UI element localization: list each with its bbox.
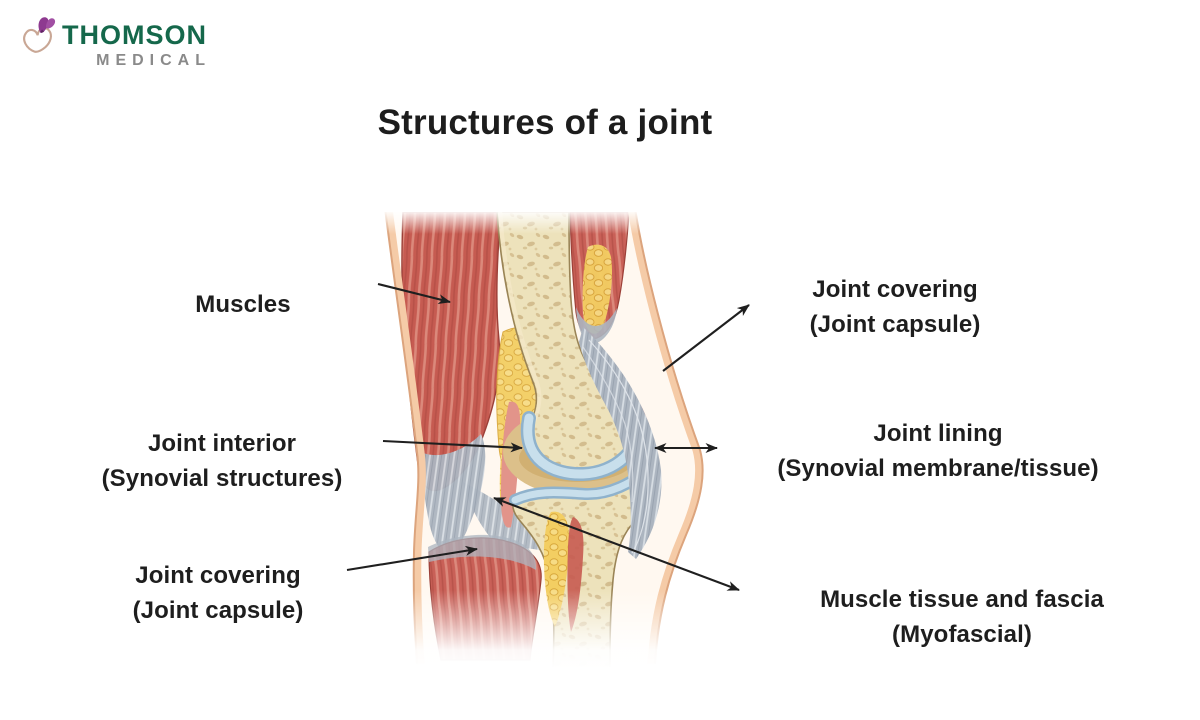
knee-joint-illustration bbox=[333, 212, 713, 667]
fat-strip-right bbox=[582, 244, 613, 334]
label-joint-covering-left: Joint covering (Joint capsule) bbox=[66, 558, 370, 628]
logo-name-top: THOMSON bbox=[62, 20, 207, 50]
label-joint-lining-line1: Joint lining bbox=[873, 420, 1003, 447]
label-joint-covering-left-line1: Joint covering bbox=[135, 562, 301, 589]
label-joint-interior-line1: Joint interior bbox=[147, 430, 297, 457]
label-joint-covering-right-line2: (Joint capsule) bbox=[809, 311, 981, 338]
logo-name-bottom: MEDICAL bbox=[96, 52, 211, 69]
label-joint-covering-right: Joint covering (Joint capsule) bbox=[744, 272, 1046, 342]
label-muscles-text: Muscles bbox=[195, 291, 291, 318]
label-myofascial-line1: Muscle tissue and fascia bbox=[820, 586, 1104, 613]
bottom-fade bbox=[333, 590, 713, 667]
capsule-fiber-line-2 bbox=[582, 346, 634, 503]
label-myofascial: Muscle tissue and fascia (Myofascial) bbox=[757, 582, 1167, 652]
page-title: Structures of a joint bbox=[377, 103, 713, 142]
label-joint-covering-left-line2: (Joint capsule) bbox=[132, 597, 304, 624]
label-myofascial-line2: (Myofascial) bbox=[892, 621, 1032, 648]
quadriceps-tendon bbox=[421, 434, 486, 557]
butterfly-heart-icon bbox=[23, 17, 56, 53]
thomson-medical-logo: THOMSON MEDICAL bbox=[20, 12, 207, 70]
label-joint-interior-line2: (Synovial structures) bbox=[101, 465, 343, 492]
label-joint-covering-right-line1: Joint covering bbox=[812, 276, 978, 303]
label-muscles: Muscles bbox=[143, 287, 343, 322]
top-fade bbox=[333, 212, 713, 234]
label-joint-lining-line2: (Synovial membrane/tissue) bbox=[777, 455, 1099, 482]
label-joint-lining: Joint lining (Synovial membrane/tissue) bbox=[733, 416, 1143, 486]
label-joint-interior: Joint interior (Synovial structures) bbox=[57, 426, 387, 496]
logo-wordmark: THOMSON MEDICAL bbox=[62, 12, 207, 70]
